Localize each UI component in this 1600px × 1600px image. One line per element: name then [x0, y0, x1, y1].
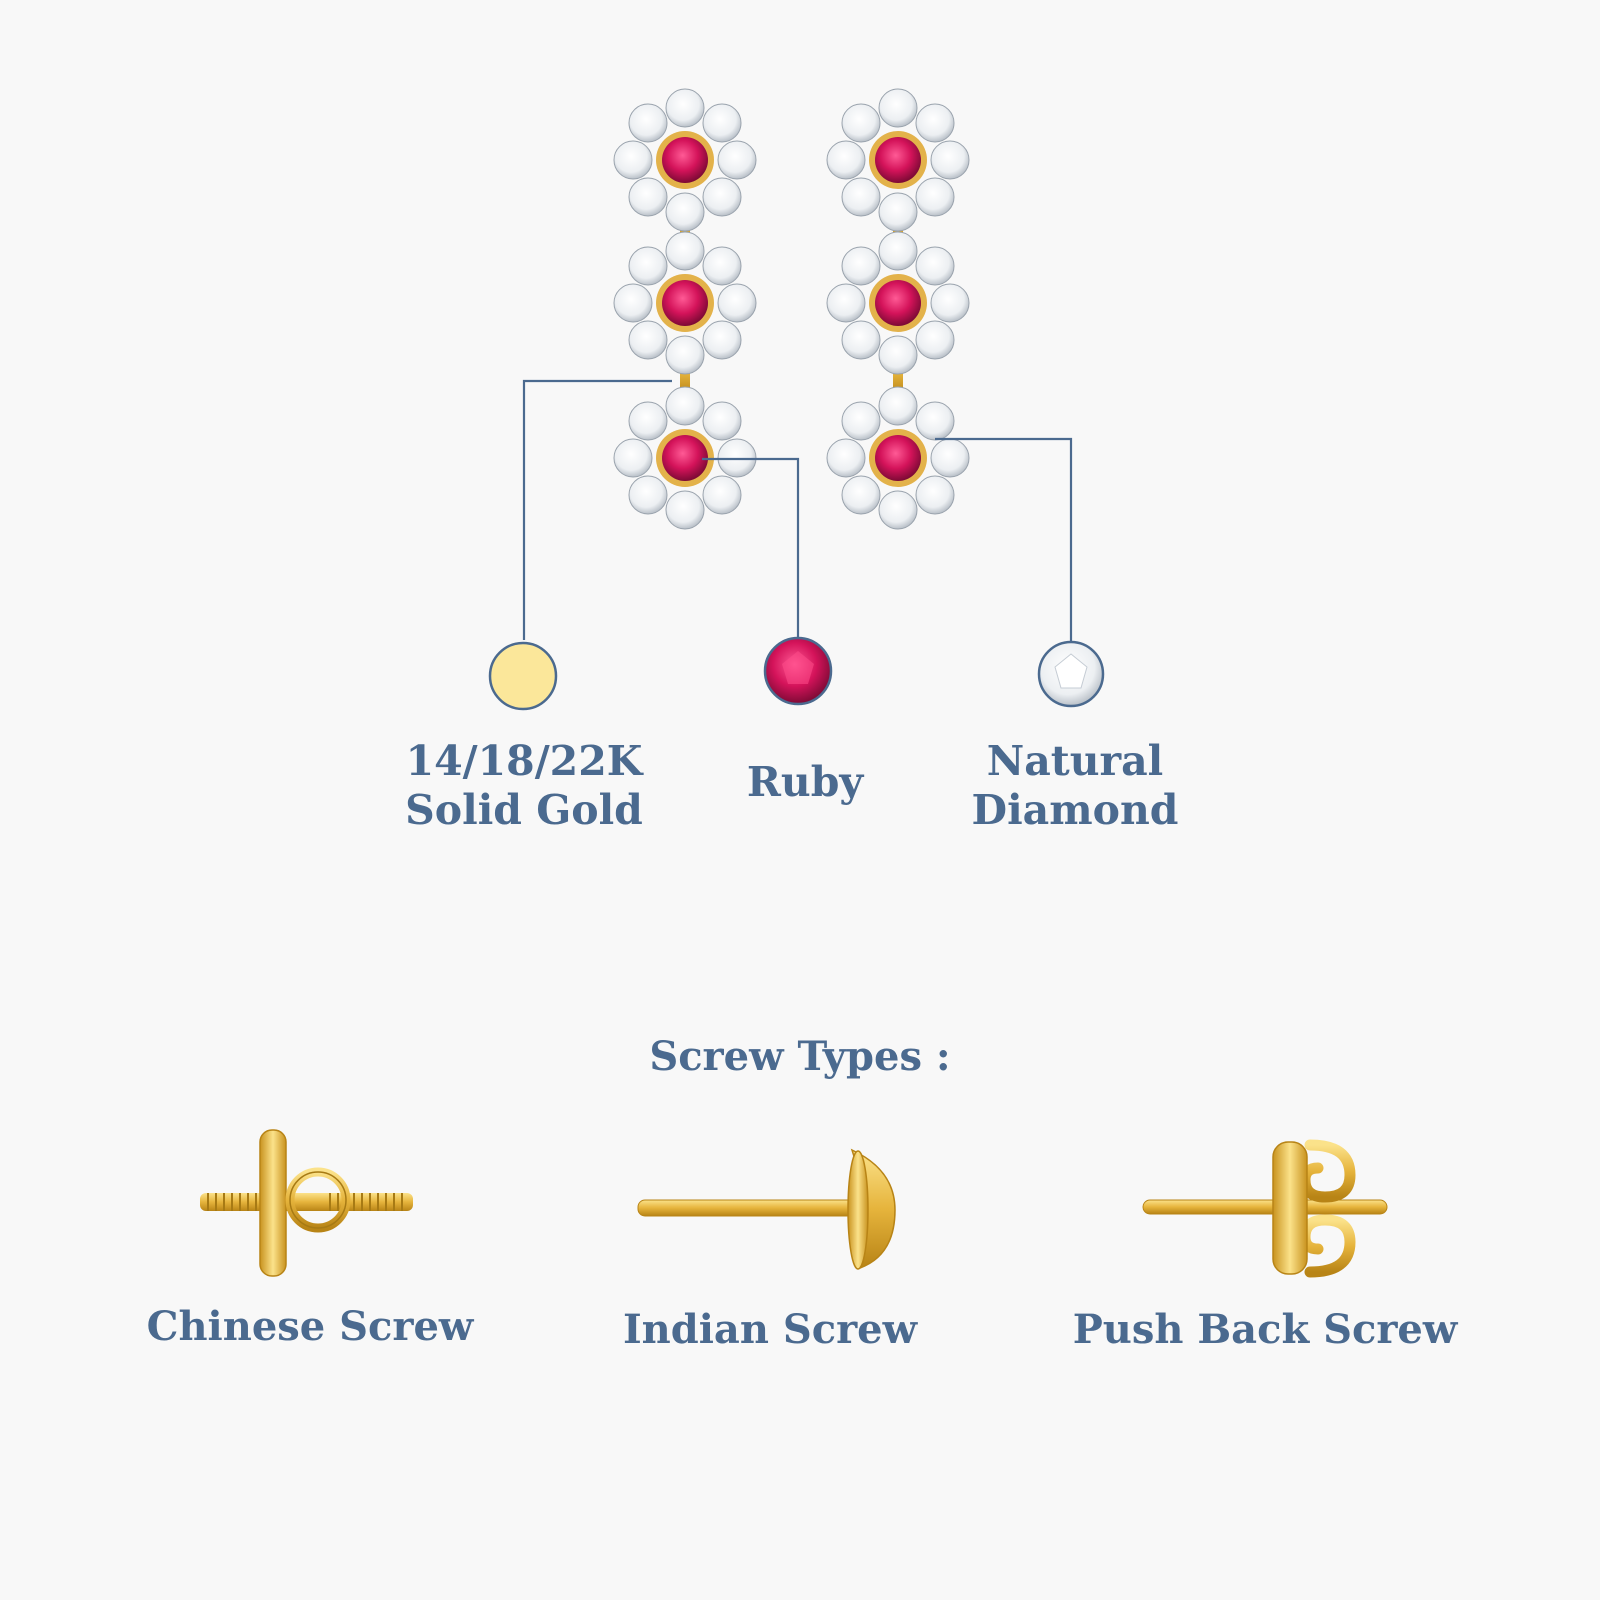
ruby-material-label: Ruby: [700, 758, 910, 807]
flower-cluster: [826, 231, 970, 375]
gold-label-line1: 14/18/22K: [405, 737, 643, 785]
flower-cluster: [826, 386, 970, 530]
indian-screw-icon: [637, 1148, 896, 1270]
gold-material-label: 14/18/22K Solid Gold: [394, 737, 654, 835]
chinese-screw-icon: [200, 1129, 413, 1277]
diamond-material-label: Natural Diamond: [945, 737, 1205, 835]
flower-cluster: [613, 386, 757, 530]
gold-swatch-icon: [488, 641, 558, 711]
gold-label-line2: Solid Gold: [405, 786, 643, 835]
flower-cluster: [613, 88, 757, 232]
flower-cluster: [826, 88, 970, 232]
push-back-screw-icon: [1142, 1139, 1388, 1278]
push-back-screw-label: Push Back Screw: [1072, 1306, 1458, 1353]
ruby-leader-line: [702, 457, 800, 640]
diamond-label-line1: Natural: [986, 737, 1164, 785]
diamond-label-line2: Diamond: [971, 786, 1179, 835]
chinese-screw-label: Chinese Screw: [146, 1303, 474, 1350]
gold-leader-line: [522, 379, 672, 640]
left-earring-image: [613, 88, 757, 530]
diamond-gem-icon: [1037, 640, 1105, 708]
screw-types-heading: Screw Types :: [649, 1033, 951, 1080]
ruby-label-line1: Ruby: [746, 758, 864, 806]
diamond-leader-line: [935, 437, 1073, 643]
indian-screw-label: Indian Screw: [622, 1306, 918, 1353]
ruby-gem-icon: [763, 636, 833, 706]
flower-cluster: [613, 231, 757, 375]
right-earring-image: [826, 88, 970, 530]
